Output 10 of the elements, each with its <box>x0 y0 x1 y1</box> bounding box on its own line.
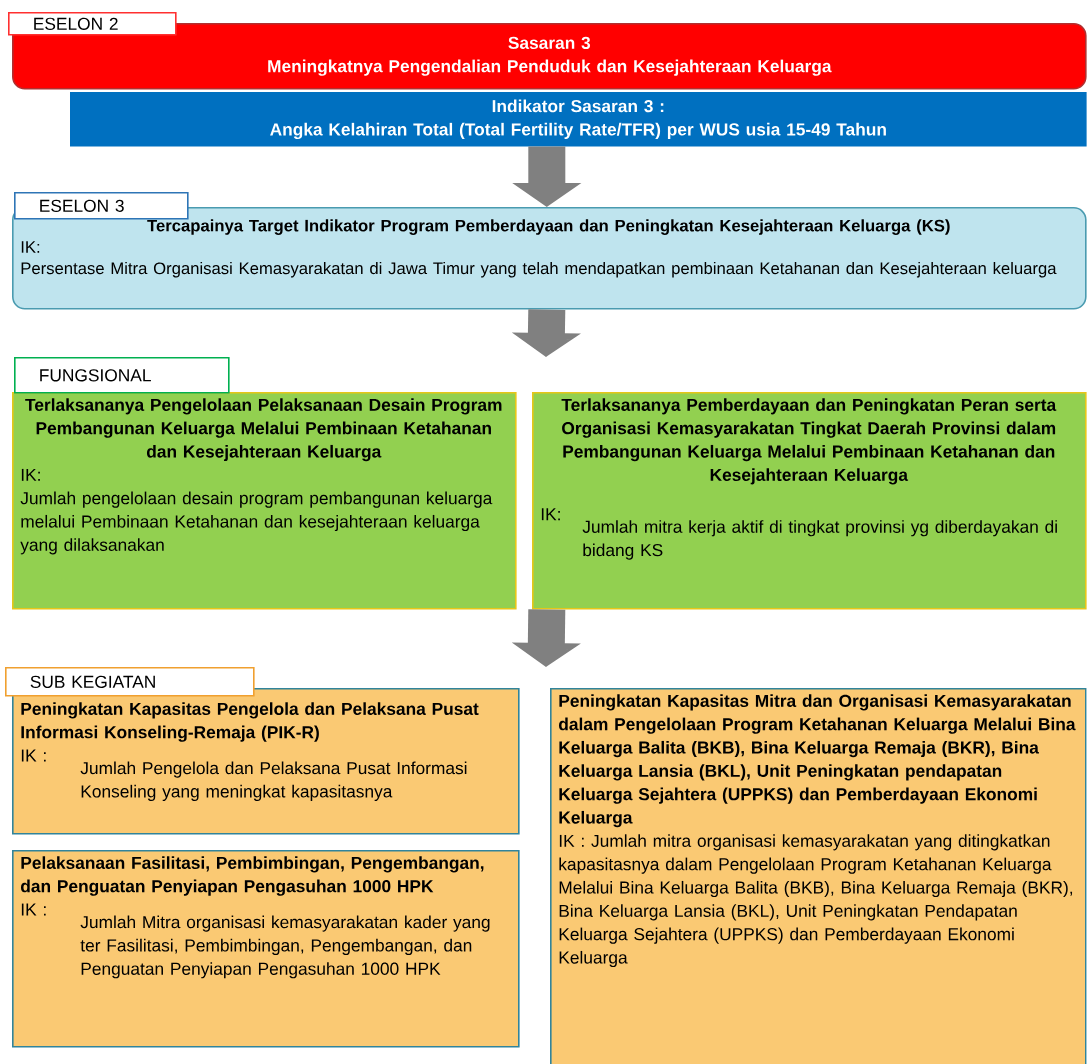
section-tab: FUNGSIONAL <box>14 357 230 394</box>
activity-box: Peningkatan Kapasitas Mitra dan Organisasi Kemasyarakatan dalam Pengelolaan Program Ketahanan Keluarga Melalui Bina Keluarga Balita (BKB), Bina Keluarga Remaja (BKR), Bina Keluarga Lansia (BKL), Unit Peningkatan pendapatan Keluarga Sejahtera (UPPKS) dan Pemberdayaan Ekonomi Keluarga IK : Jumlah mitra organisasi kemasyarakatan yang ditingkatkan kapasitasnya dalam Pengelolaan Program Ketahanan Keluarga Melalui Bina Keluarga Balita (BKB), Bina Keluarga Remaja (BKR), Bina Keluarga Lansia (BKL), Unit Peningkatan Pendapatan Keluarga Sejahtera (UPPKS) dan Pemberdayaan Ekonomi Keluarga <box>550 688 1087 1064</box>
section-tab: SUB KEGIATAN <box>5 667 255 697</box>
section-tab: ESELON 2 <box>8 12 177 36</box>
output-box: Terlaksananya Pemberdayaan dan Peningkatan Peran serta Organisasi Kemasyarakatan Tingkat Daerah Provinsi dalam Pembangunan Keluarga Melalui Pembinaan Ketahanan dan Kesejahteraan Keluarga IK: Jumlah mitra kerja aktif di tingkat provinsi yg diberdayakan di bidang KS <box>532 392 1087 610</box>
activity-box: Pelaksanaan Fasilitasi, Pembimbingan, Pengembangan, dan Penguatan Penyiapan Pengasuhan 1000 HPK IK : Jumlah Mitra organisasi kemasyarakatan kader yang ter Fasilitasi, Pembimbingan, Pengembangan, dan Penguatan Penyiapan Pengasuhan 1000 HPK <box>12 850 520 1048</box>
indicator-box: Indikator Sasaran 3 : Angka Kelahiran Total (Total Fertility Rate/TFR) per WUS usia 15-49 Tahun <box>70 92 1087 147</box>
activity-box: Peningkatan Kapasitas Pengelola dan Pelaksana Pusat Informasi Konseling-Remaja (PIK-R) IK : Jumlah Pengelola dan Pelaksana Pusat Informasi Konseling yang meningkat kapasitasnya <box>12 688 520 835</box>
section-tab: ESELON 3 <box>14 192 189 220</box>
output-box: Terlaksananya Pengelolaan Pelaksanaan Desain Program Pembangunan Keluarga Melalui Pembinaan Ketahanan dan Kesejahteraan Keluarga IK: Jumlah pengelolaan desain program pembangunan keluarga melalui Pembinaan Ketahanan dan kesejahteraan keluarga yang dilaksanakan <box>12 392 517 610</box>
